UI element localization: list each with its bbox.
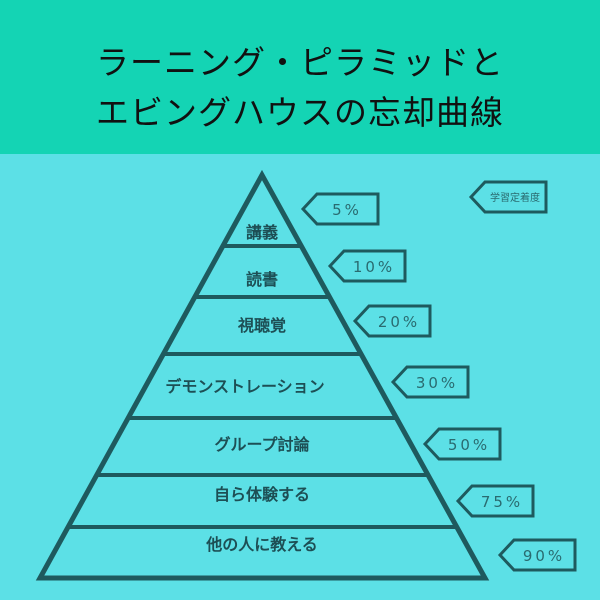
legend-tag [468, 180, 548, 214]
pyramid-level-label: 視聴覚 [237, 316, 286, 335]
retention-tag [455, 484, 535, 518]
pyramid-outline [35, 169, 490, 581]
retention-value: 10% [353, 258, 395, 276]
retention-tag [327, 249, 407, 283]
retention-value: 90% [523, 547, 565, 565]
retention-tag [422, 427, 502, 461]
retention-value: 75% [481, 493, 523, 511]
retention-value: 20% [378, 313, 420, 331]
retention-tag [300, 192, 380, 226]
title-line-2: エビングハウスの忘却曲線 [96, 93, 504, 132]
retention-tag [352, 304, 432, 338]
retention-value: 5% [332, 201, 362, 219]
retention-value: 50% [448, 436, 490, 454]
retention-value: 30% [416, 374, 458, 392]
legend-label: 学習定着度 [490, 191, 540, 204]
retention-tag [497, 538, 577, 572]
pyramid-level-label: 他の人に教える [205, 535, 318, 554]
retention-tag [390, 365, 470, 399]
pyramid-level-label: デモンストレーション [165, 377, 324, 396]
pyramid-level-label: 読書 [246, 270, 278, 289]
pyramid-level-label: 自ら体験する [214, 485, 310, 504]
title-line-1: ラーニング・ピラミッドと [96, 43, 504, 82]
pyramid-level-label: グループ討論 [214, 435, 310, 454]
header-banner: ラーニング・ピラミッドと エビングハウスの忘却曲線 [0, 0, 600, 154]
pyramid-level-label: 講義 [246, 223, 278, 242]
